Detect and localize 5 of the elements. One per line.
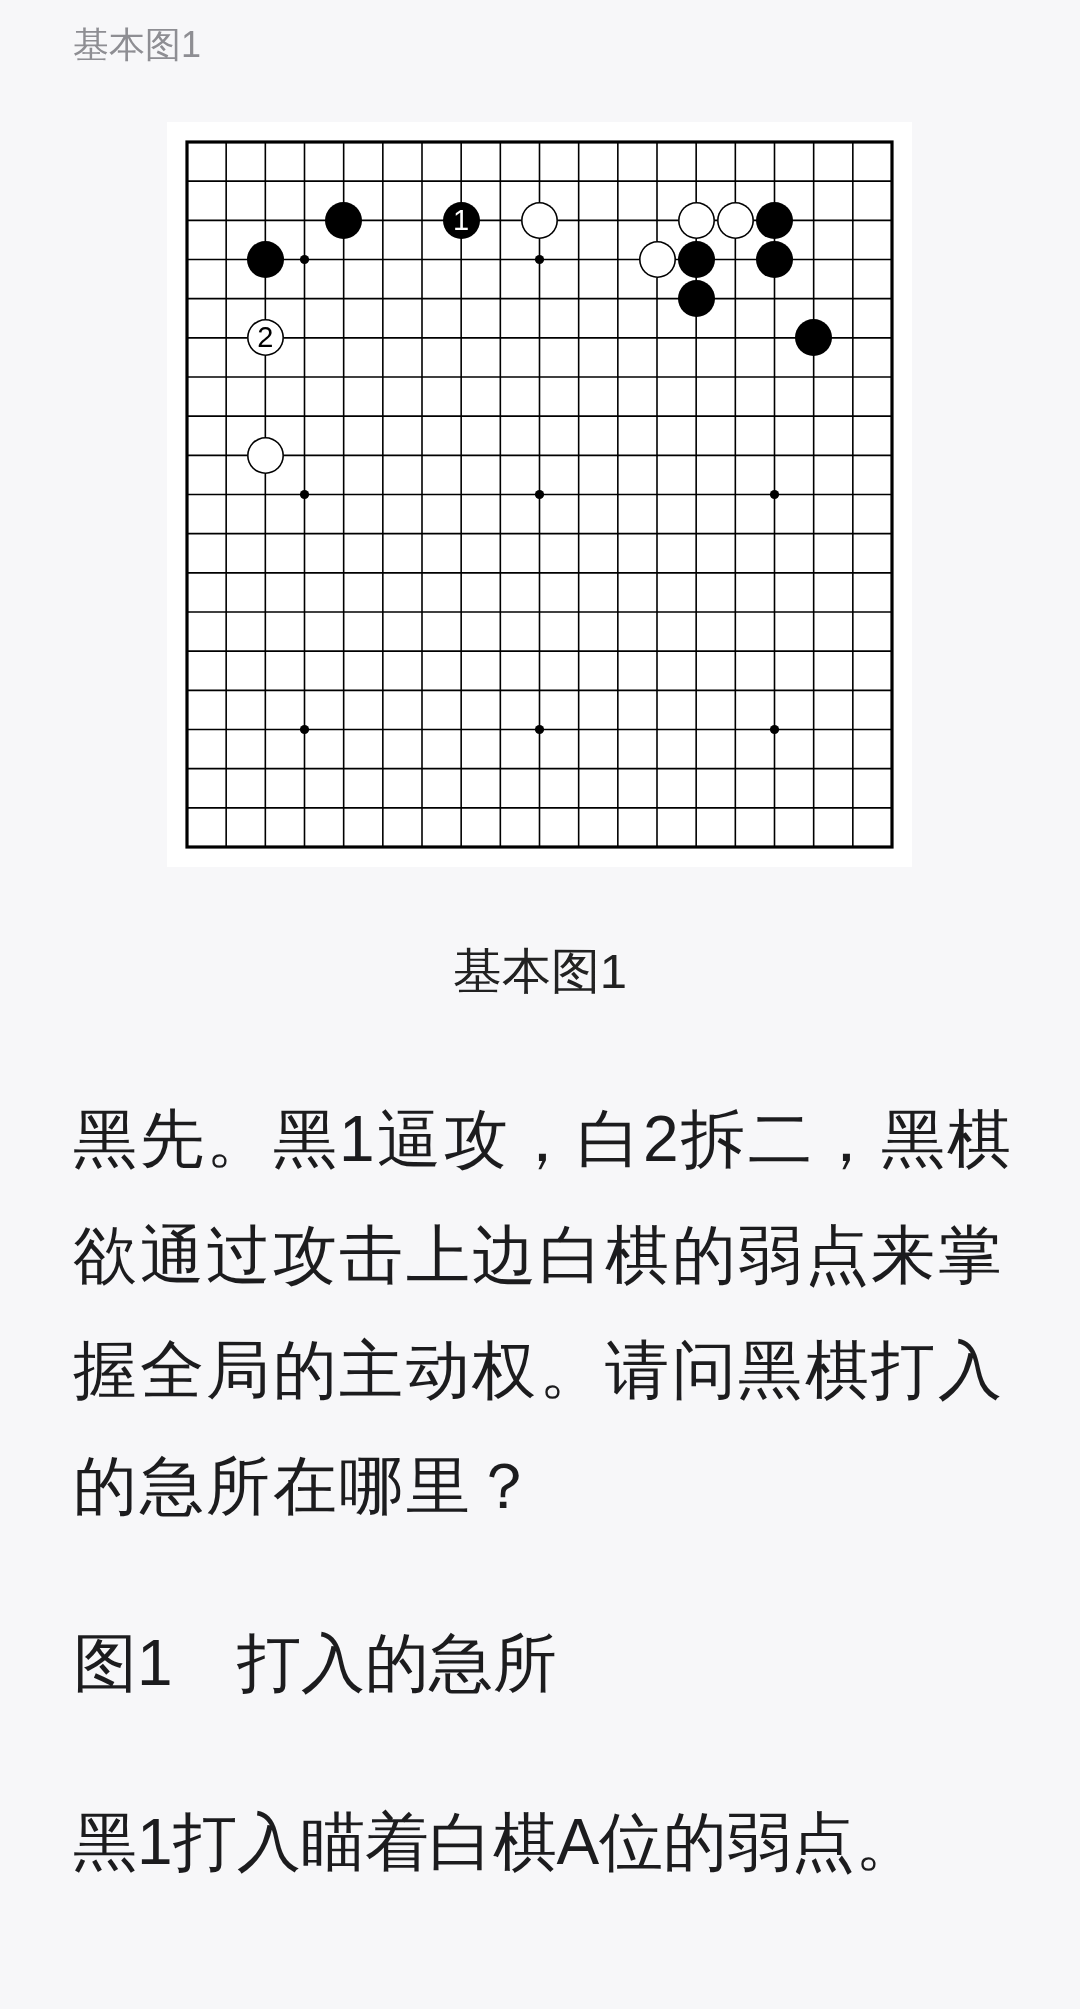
section-heading: 图1 打入的急所 — [73, 1626, 557, 1701]
body-paragraph: 黑1打入瞄着白棋A位的弱点。 — [73, 1805, 920, 1880]
header-label: 基本图1 — [73, 23, 202, 66]
figure-caption: 基本图1 — [451, 943, 629, 1000]
body-paragraph: 黑先。黑1逼攻，白2拆二，黑棋欲通过攻击上边白棋的弱点来掌握全局的主动权。请问黑棋打入的急所在哪里？ — [73, 1102, 1015, 1524]
